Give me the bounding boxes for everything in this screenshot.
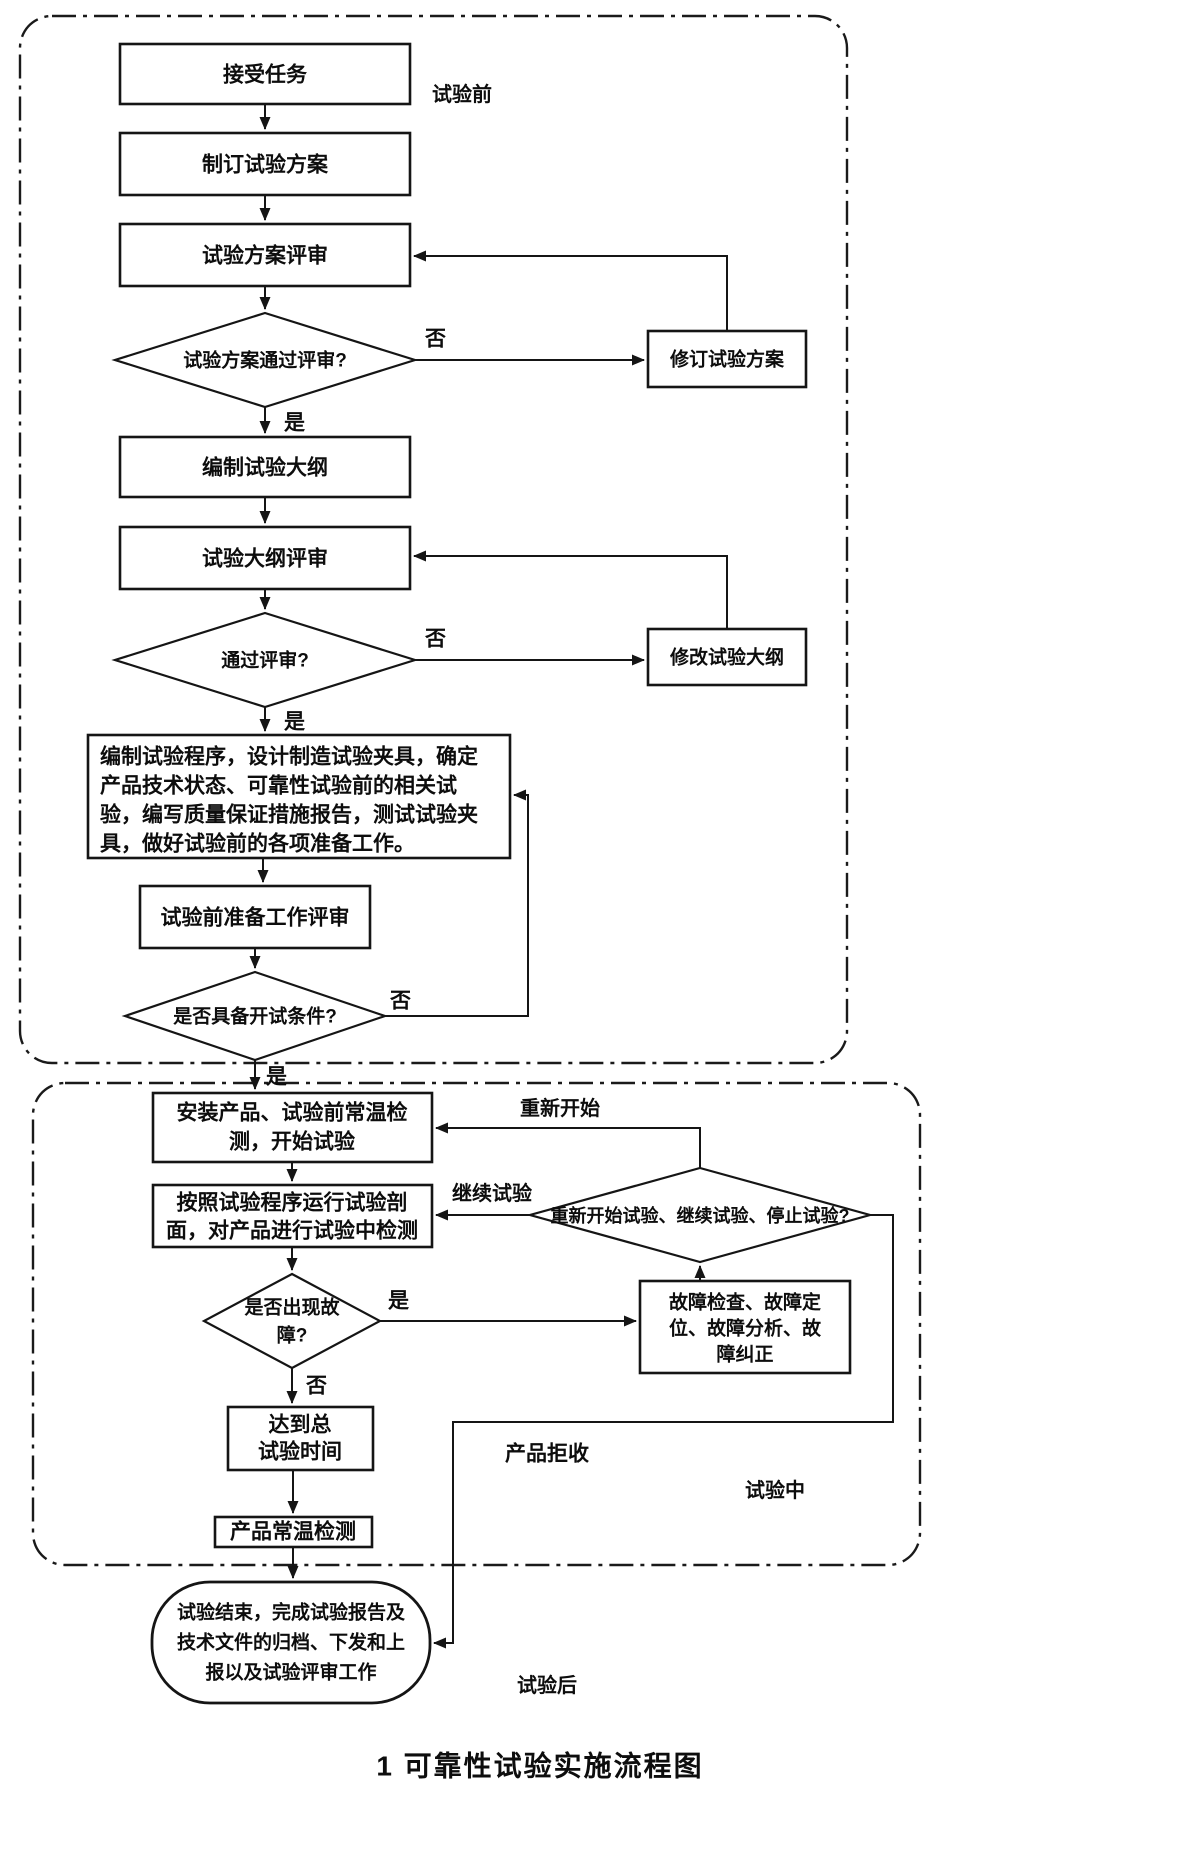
total-time-box: [226, 1405, 375, 1472]
install-start-line2: 测，开始试验: [229, 1130, 355, 1154]
node-outline-review: 试验大纲评审: [118, 525, 412, 591]
node-revise-plan: 修订试验方案: [646, 329, 808, 389]
reject-label: 产品拒收: [505, 1442, 589, 1466]
stage-label-pre: 试验前: [432, 82, 492, 106]
no-label-1: 否: [425, 328, 446, 351]
develop-plan-label: 制订试验方案: [202, 153, 329, 177]
decision-outline-pass: 通过评审?: [111, 611, 419, 709]
yes-label-fault: 是: [388, 1290, 409, 1313]
no-label-2: 否: [425, 628, 446, 651]
fault-handle-line2: 位、故障分析、故: [669, 1317, 822, 1340]
pre-test-dashed-border: [18, 14, 849, 1065]
during-test-dashed-border: [31, 1081, 922, 1567]
run-profile-line2: 面，对产品进行试验中检测: [166, 1219, 418, 1243]
prepare-work-box: [86, 733, 512, 860]
plan-review-box: [118, 222, 412, 288]
resume-label: 重新开始试验、继续试验、停止试验?: [551, 1205, 850, 1226]
node-compile-outline: 编制试验大纲: [118, 435, 412, 499]
run-profile-box: [151, 1183, 434, 1249]
outline-review-label: 试验大纲评审: [202, 547, 328, 571]
fault-q-line1: 是否出现故: [244, 1296, 340, 1319]
flow-edges: [249, 104, 894, 1649]
fault-diamond: [201, 1272, 383, 1370]
ready-label: 是否具备开试条件?: [173, 1005, 337, 1028]
decision-ready: 是否具备开试条件?: [121, 970, 389, 1062]
node-run-profile: 按照试验程序运行试验剖 面，对产品进行试验中检测: [151, 1183, 434, 1249]
fault-q-line2: 障?: [277, 1324, 308, 1347]
yes-label-2: 是: [284, 711, 305, 734]
no-label-3: 否: [390, 990, 411, 1013]
edge-modify-back-to-review: [413, 550, 728, 629]
edge-restart: [435, 1122, 701, 1168]
node-prep-review: 试验前准备工作评审: [138, 884, 372, 950]
node-test-end: 试验结束，完成试验报告及 技术文件的归档、下发和上 报以及试验评审工作: [150, 1580, 432, 1705]
branch-labels: 是 否 是 否 否 是 是 否 重新开始 继续试验 产品拒收: [266, 328, 600, 1466]
node-accept-task: 接受任务: [118, 42, 412, 106]
plan-pass-label: 试验方案通过评审?: [183, 349, 347, 372]
accept-task-box: [118, 42, 412, 106]
revise-plan-box: [646, 329, 808, 389]
node-ambient-check: 产品常温检测: [213, 1515, 374, 1549]
test-end-line3: 报以及试验评审工作: [205, 1661, 376, 1684]
decision-resume: 重新开始试验、继续试验、停止试验?: [525, 1166, 875, 1264]
accept-task-label: 接受任务: [223, 63, 308, 87]
stage-label-during: 试验中: [745, 1478, 805, 1502]
continue-label: 继续试验: [452, 1181, 532, 1205]
test-end-line1: 试验结束，完成试验报告及: [177, 1601, 406, 1624]
yes-label-1: 是: [284, 412, 305, 435]
node-total-time: 达到总 试验时间: [226, 1405, 375, 1472]
node-modify-outline: 修改试验大纲: [646, 627, 808, 687]
test-end-line2: 技术文件的归档、下发和上: [177, 1631, 405, 1654]
decision-plan-pass: 试验方案通过评审?: [111, 311, 419, 409]
prepare-work-line1: 编制试验程序，设计制造试验夹具，确定: [100, 745, 478, 769]
edge-no3-back-to-prepare: [385, 789, 529, 1017]
modify-outline-box: [646, 627, 808, 687]
revise-plan-label: 修订试验方案: [669, 348, 785, 371]
fault-handle-line3: 障纠正: [716, 1343, 773, 1366]
prepare-work-line4: 具，做好试验前的各项准备工作。: [100, 832, 415, 856]
prepare-work-line3: 验，编写质量保证措施报告，测试试验夹: [100, 803, 478, 827]
prepare-work-line2: 产品技术状态、可靠性试验前的相关试: [100, 774, 457, 798]
stage-label-post: 试验后: [517, 1673, 577, 1697]
total-time-line1: 达到总: [269, 1413, 332, 1437]
stage-during-test-container: 试验中: [31, 1081, 922, 1567]
fault-handle-box: [638, 1279, 852, 1375]
yes-label-3: 是: [266, 1066, 287, 1089]
outline-pass-label: 通过评审?: [221, 649, 309, 672]
plan-review-label: 试验方案评审: [202, 244, 328, 268]
node-fault-handle: 故障检查、故障定 位、故障分析、故 障纠正: [638, 1279, 852, 1375]
compile-outline-label: 编制试验大纲: [202, 456, 328, 480]
compile-outline-box: [118, 435, 412, 499]
install-start-box: [151, 1091, 434, 1164]
no-label-fault: 否: [306, 1375, 327, 1398]
figure-caption: 1 可靠性试验实施流程图: [376, 1750, 703, 1782]
node-prepare-work: 编制试验程序，设计制造试验夹具，确定 产品技术状态、可靠性试验前的相关试 验，编…: [86, 733, 512, 860]
resume-diamond: [525, 1166, 875, 1264]
node-install-start: 安装产品、试验前常温检 测，开始试验: [151, 1091, 434, 1164]
test-end-stadium: [150, 1580, 432, 1705]
stage-pre-test-container: 试验前: [18, 14, 849, 1065]
restart-label: 重新开始: [520, 1096, 600, 1120]
fault-handle-line1: 故障检查、故障定: [669, 1291, 821, 1314]
modify-outline-label: 修改试验大纲: [669, 646, 784, 669]
total-time-line2: 试验时间: [258, 1440, 342, 1464]
edge-stop-reject-to-end: [433, 1214, 894, 1649]
run-profile-line1: 按照试验程序运行试验剖: [177, 1191, 408, 1215]
prep-review-label: 试验前准备工作评审: [161, 906, 350, 930]
install-start-line1: 安装产品、试验前常温检: [177, 1101, 408, 1125]
node-develop-plan: 制订试验方案: [118, 131, 412, 197]
node-plan-review: 试验方案评审: [118, 222, 412, 288]
decision-fault: 是否出现故 障?: [201, 1272, 383, 1370]
ambient-check-label: 产品常温检测: [230, 1520, 356, 1544]
edge-revise-back-to-review: [413, 250, 728, 331]
